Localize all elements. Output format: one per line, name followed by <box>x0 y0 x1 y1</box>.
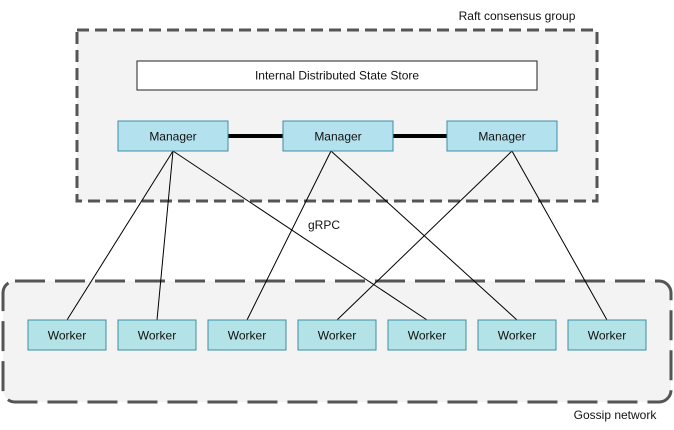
connection-lines <box>66 150 608 321</box>
worker-box <box>297 319 377 351</box>
worker-node: Worker <box>27 319 107 351</box>
gossip-network-label: Gossip network <box>574 408 658 422</box>
grpc-connection-line <box>511 150 608 321</box>
worker-box <box>477 319 557 351</box>
manager-box <box>117 120 229 152</box>
worker-label: Worker <box>498 329 536 343</box>
worker-node: Worker <box>477 319 557 351</box>
manager-node: Manager <box>446 120 558 152</box>
state-store-label: Internal Distributed State Store <box>255 69 419 83</box>
raft-group-label: Raft consensus group <box>459 9 576 23</box>
worker-box <box>207 319 287 351</box>
manager-label: Manager <box>149 130 196 144</box>
manager-label: Manager <box>478 130 525 144</box>
manager-box <box>282 120 394 152</box>
workers: Worker Worker Worker Worker Worker Worker Work… <box>27 319 647 351</box>
manager-node: Manager <box>117 120 229 152</box>
grpc-connection-line <box>336 150 513 321</box>
manager-box <box>446 120 558 152</box>
grpc-connection-line <box>156 150 174 321</box>
worker-label: Worker <box>228 329 266 343</box>
worker-box <box>567 319 647 351</box>
worker-box <box>27 319 107 351</box>
managers: Manager Manager Manager <box>117 120 558 152</box>
manager-node: Manager <box>282 120 394 152</box>
worker-label: Worker <box>48 329 86 343</box>
worker-node: Worker <box>297 319 377 351</box>
manager-label: Manager <box>314 130 361 144</box>
worker-node: Worker <box>567 319 647 351</box>
worker-label: Worker <box>588 329 626 343</box>
worker-label: Worker <box>318 329 356 343</box>
worker-box <box>117 319 197 351</box>
worker-label: Worker <box>408 329 446 343</box>
raft-consensus-group <box>75 28 599 203</box>
grpc-connection-line <box>66 150 174 321</box>
worker-node: Worker <box>207 319 287 351</box>
worker-box <box>387 319 467 351</box>
grpc-label: gRPC <box>308 218 340 232</box>
grpc-connection-line <box>172 150 428 321</box>
worker-node: Worker <box>387 319 467 351</box>
grpc-connection-line <box>246 150 332 321</box>
worker-label: Worker <box>138 329 176 343</box>
worker-node: Worker <box>117 319 197 351</box>
state-store-box <box>136 60 538 91</box>
